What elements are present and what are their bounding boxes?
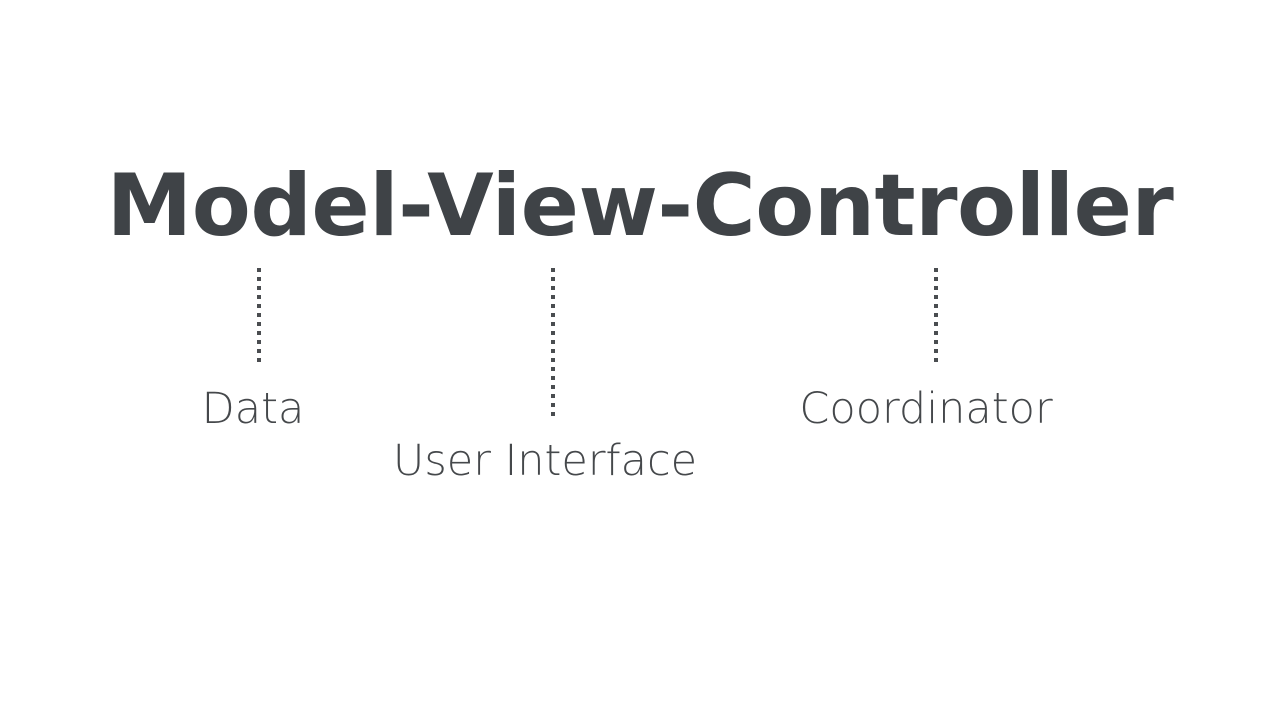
connector-line-controller bbox=[934, 268, 938, 362]
label-model-data: Data bbox=[201, 384, 305, 434]
title-text: Model-View-Controller bbox=[106, 156, 1174, 256]
label-view-user-interface: User Interface bbox=[392, 436, 698, 486]
page-title: Model-View-Controller bbox=[0, 163, 1280, 249]
connector-line-view bbox=[551, 268, 555, 416]
label-controller-coordinator: Coordinator bbox=[799, 384, 1053, 434]
connector-line-model bbox=[257, 268, 261, 362]
